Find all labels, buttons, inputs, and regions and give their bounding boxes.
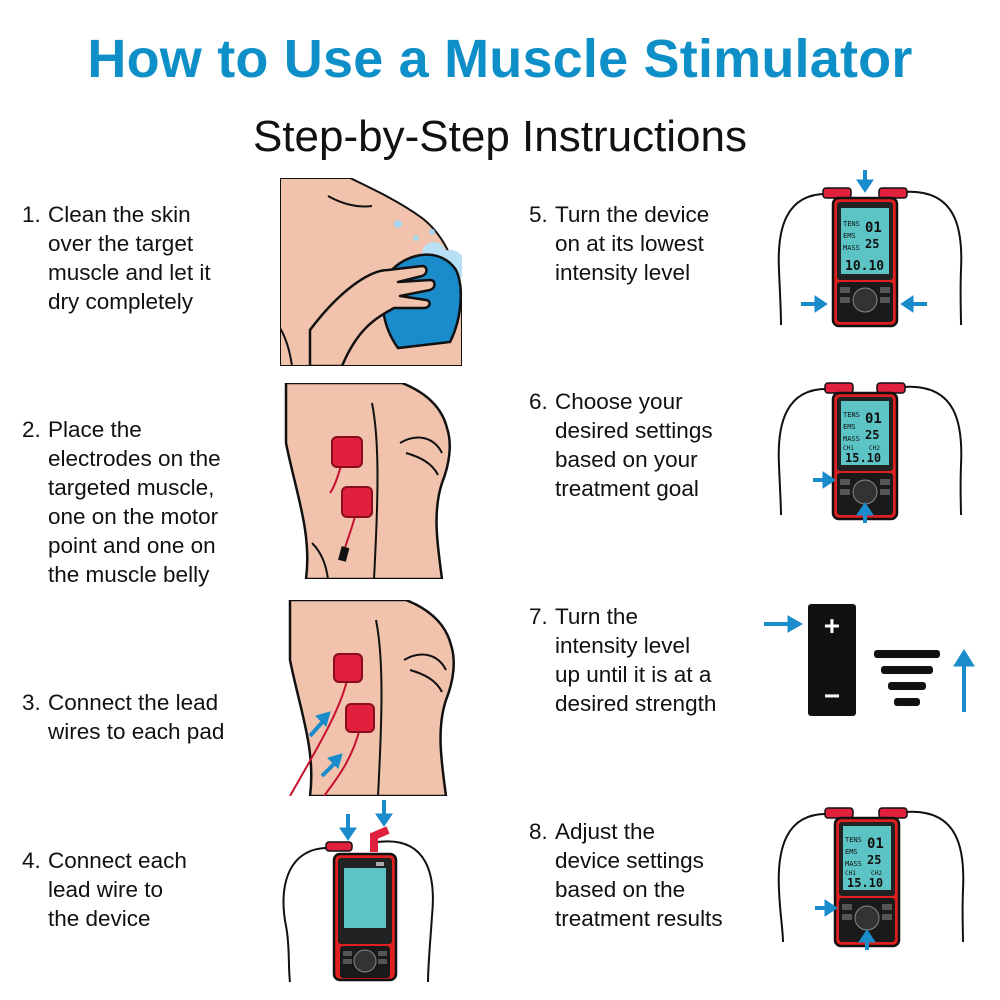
step-8-illustration: TENS EMS MASS 01 25 CH1 CH2 15.10 (777, 807, 965, 950)
mode-label: TENS (843, 411, 860, 419)
page-title: How to Use a Muscle Stimulator (87, 29, 913, 89)
pointer-arrow-icon (813, 471, 874, 523)
step-7-illustration: + − (764, 604, 975, 716)
water-drop-icon (394, 220, 402, 228)
pointer-arrow-icon (339, 800, 393, 841)
step-1-illustration (280, 178, 462, 366)
pointer-arrow-icon (801, 170, 927, 313)
step-3-illustration (288, 600, 455, 796)
hand (308, 264, 436, 366)
mode-label: MASS (843, 435, 860, 443)
minus-symbol: − (824, 681, 840, 711)
control-pad (852, 287, 878, 313)
level-readout: 25 (865, 428, 879, 442)
channel-label: CH1 (845, 870, 856, 877)
program-readout: 01 (865, 220, 882, 236)
level-readout: 25 (865, 237, 879, 251)
lcd-screen (841, 401, 889, 465)
lead-wire (289, 675, 349, 796)
mode-label: TENS (843, 220, 860, 228)
mode-label: EMS (843, 423, 856, 431)
back-skin (284, 383, 451, 579)
control-pad (852, 479, 878, 505)
timer-readout: 10.10 (845, 259, 884, 274)
level-readout: 25 (867, 853, 881, 867)
mode-label: MASS (843, 244, 860, 252)
electrode-pad-icon (331, 436, 363, 468)
pointer-arrow-icon (815, 899, 876, 950)
pointer-arrow-icon (308, 711, 343, 778)
up-arrow-icon (953, 649, 975, 712)
control-pad (854, 905, 880, 931)
intensity-button (808, 604, 856, 716)
channel-label: CH1 (843, 445, 854, 452)
page-subtitle: Step-by-Step Instructions (252, 112, 747, 161)
lcd-screen (843, 826, 891, 890)
mode-label: EMS (845, 848, 858, 856)
program-readout: 01 (867, 836, 884, 852)
timer-readout: 15.10 (845, 451, 881, 465)
step-6-illustration: TENS EMS MASS 01 25 CH1 CH2 15.10 (777, 382, 963, 523)
mode-label: TENS (845, 836, 862, 844)
step-2-illustration (284, 383, 451, 579)
electrode-pad-icon (333, 653, 363, 683)
channel-label: CH2 (869, 445, 880, 452)
channel-label: CH2 (871, 870, 882, 877)
pointer-arrow-icon (764, 615, 804, 633)
lcd-screen (841, 208, 889, 274)
program-readout: 01 (865, 411, 882, 427)
back-skin (288, 600, 455, 796)
mode-label: EMS (843, 232, 856, 240)
mode-label: MASS (845, 860, 862, 868)
timer-readout: 15.10 (847, 876, 883, 890)
step-5-illustration: TENS EMS MASS 01 25 10.10 (777, 170, 963, 328)
step-4-illustration (282, 800, 434, 983)
plus-symbol: + (824, 611, 840, 641)
intensity-bars-icon (874, 650, 940, 706)
